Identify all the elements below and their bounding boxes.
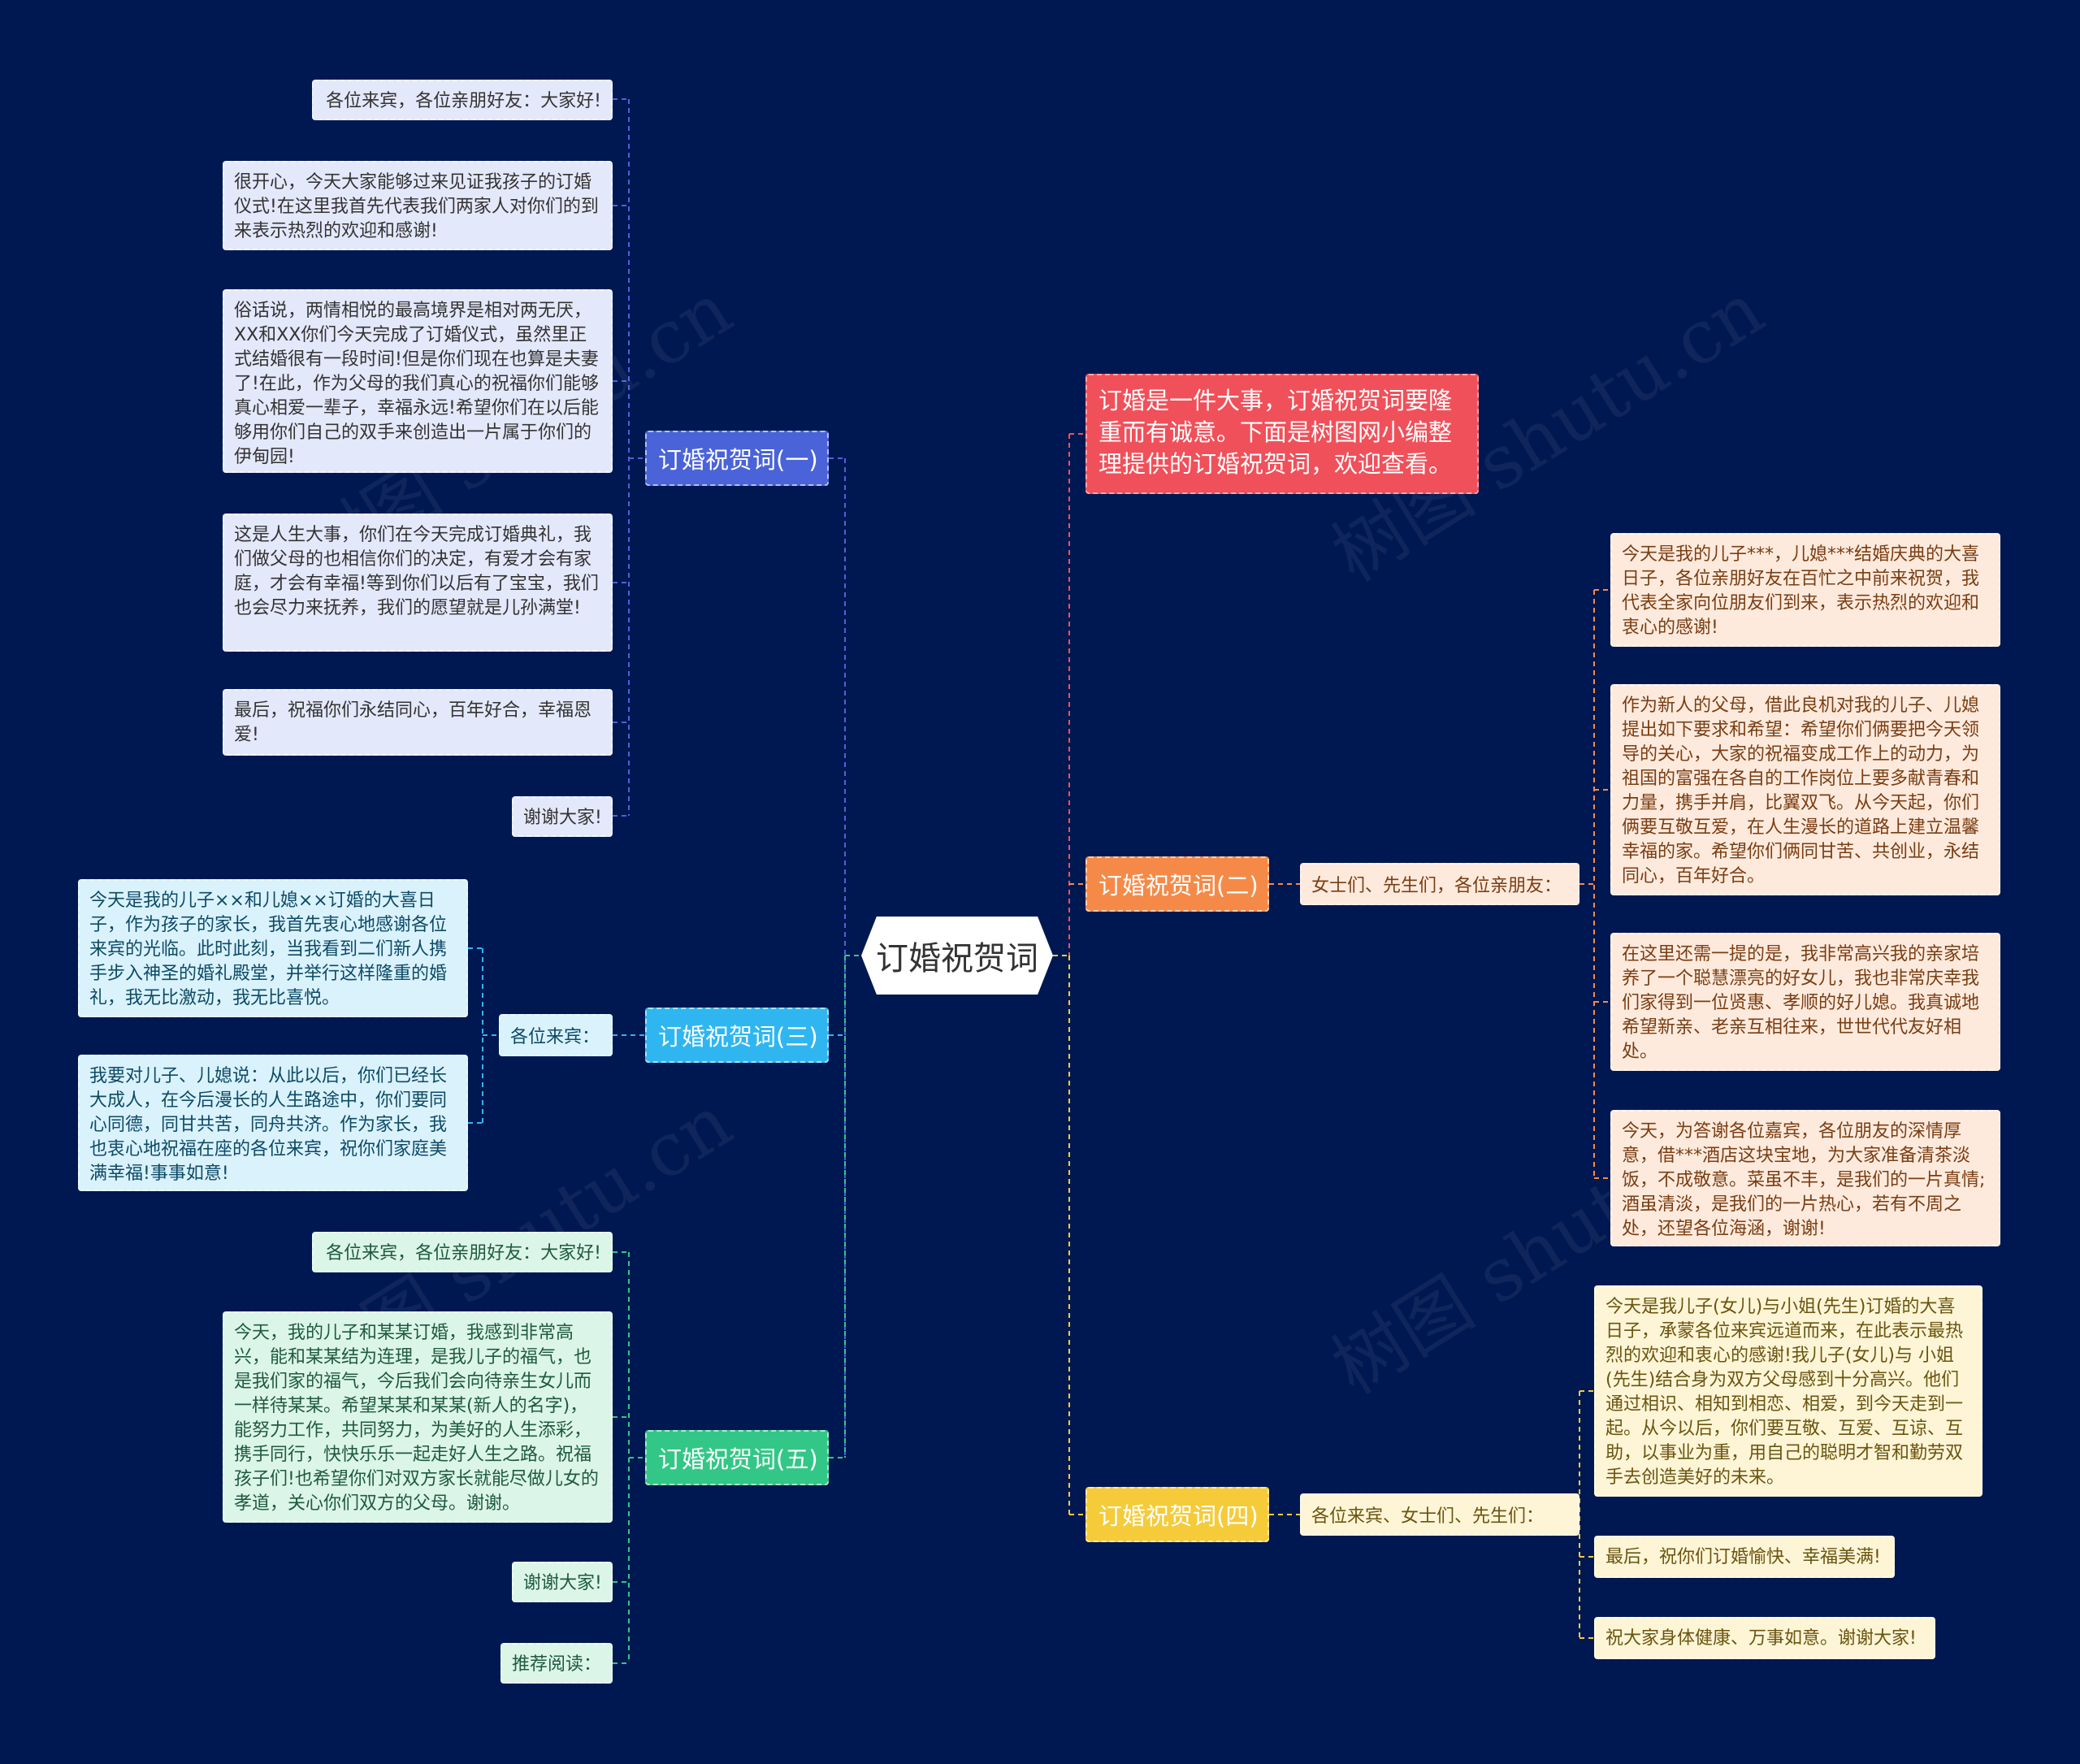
branch-5-item-1[interactable]: 各位来宾，各位亲朋好友：大家好! (312, 1232, 613, 1272)
branch-3-item-2[interactable]: 我要对儿子、儿媳说：从此以后，你们已经长大成人，在今后漫长的人生路途中，你们要同… (78, 1055, 468, 1191)
branch-4-item-1[interactable]: 今天是我儿子(女儿)与小姐(先生)订婚的大喜日子，承蒙各位来宾远道而来，在此表示… (1594, 1285, 1982, 1497)
branch-5-item-2[interactable]: 今天，我的儿子和某某订婚，我感到非常高兴，能和某某结为连理，是我儿子的福气，也是… (223, 1311, 613, 1523)
branch-4-hub[interactable]: 各位来宾、女士们、先生们： (1300, 1493, 1580, 1536)
branch-2-item-1[interactable]: 今天是我的儿子***，儿媳***结婚庆典的大喜日子，各位亲朋好友在百忙之中前来祝… (1610, 533, 2000, 647)
intro-note[interactable]: 订婚是一件大事，订婚祝贺词要隆重而有诚意。下面是树图网小编整理提供的订婚祝贺词，… (1086, 374, 1479, 494)
branch-1-item-6[interactable]: 谢谢大家! (512, 796, 613, 837)
branch-3-topic[interactable]: 订婚祝贺词(三) (645, 1008, 829, 1063)
branch-2-item-2[interactable]: 作为新人的父母，借此良机对我的儿子、儿媳提出如下要求和希望：希望你们俩要把今天领… (1610, 684, 2000, 895)
branch-2-topic[interactable]: 订婚祝贺词(二) (1086, 856, 1269, 912)
branch-1-item-3[interactable]: 俗话说，两情相悦的最高境界是相对两无厌，XX和XX你们今天完成了订婚仪式，虽然里… (223, 289, 613, 473)
branch-2-hub[interactable]: 女士们、先生们，各位亲朋友： (1300, 863, 1580, 905)
branch-4-item-3[interactable]: 祝大家身体健康、万事如意。谢谢大家! (1594, 1617, 1935, 1659)
branch-1-item-2[interactable]: 很开心，今天大家能够过来见证我孩子的订婚仪式!在这里我首先代表我们两家人对你们的… (223, 161, 613, 250)
branch-5-item-4[interactable]: 推荐阅读： (500, 1643, 613, 1684)
branch-4-topic[interactable]: 订婚祝贺词(四) (1086, 1487, 1269, 1542)
root-topic[interactable]: 订婚祝贺词 (861, 917, 1053, 995)
branch-1-item-4[interactable]: 这是人生大事，你们在今天完成订婚典礼，我们做父母的也相信你们的决定，有爱才会有家… (223, 514, 613, 652)
branch-5-topic[interactable]: 订婚祝贺词(五) (645, 1430, 829, 1485)
branch-1-item-1[interactable]: 各位来宾，各位亲朋好友：大家好! (312, 80, 613, 120)
branch-2-item-4[interactable]: 今天，为答谢各位嘉宾，各位朋友的深情厚意，借***酒店这块宝地，为大家准备清茶淡… (1610, 1110, 2000, 1246)
branch-4-item-2[interactable]: 最后，祝你们订婚愉快、幸福美满! (1594, 1536, 1895, 1578)
branch-3-item-1[interactable]: 今天是我的儿子××和儿媳××订婚的大喜日子，作为孩子的家长，我首先衷心地感谢各位… (78, 879, 468, 1017)
branch-1-topic[interactable]: 订婚祝贺词(一) (645, 431, 829, 486)
branch-5-item-3[interactable]: 谢谢大家! (512, 1562, 613, 1602)
branch-1-item-5[interactable]: 最后，祝福你们永结同心，百年好合，幸福恩爱! (223, 689, 613, 756)
branch-2-item-3[interactable]: 在这里还需一提的是，我非常高兴我的亲家培养了一个聪慧漂亮的好女儿，我也非常庆幸我… (1610, 933, 2000, 1071)
branch-3-hub[interactable]: 各位来宾： (499, 1014, 613, 1056)
